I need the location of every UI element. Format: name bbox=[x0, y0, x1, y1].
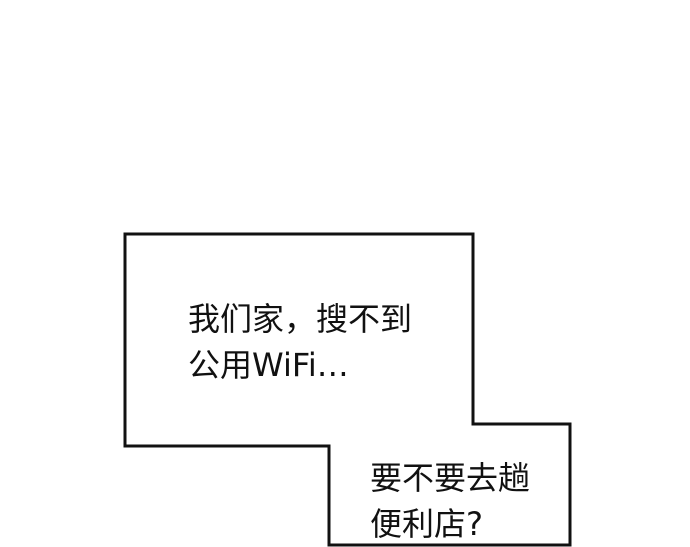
caption-1-line-1: 我们家，搜不到 bbox=[188, 300, 413, 338]
caption-text-1: 我们家，搜不到 公用WiFi… bbox=[188, 296, 412, 388]
caption-2-line-2: 便利店? bbox=[370, 505, 483, 543]
caption-2-line-1: 要不要去趟 bbox=[370, 459, 531, 497]
caption-1-line-2: 公用WiFi… bbox=[188, 346, 349, 384]
caption-text-2: 要不要去趟 便利店? bbox=[370, 455, 530, 547]
